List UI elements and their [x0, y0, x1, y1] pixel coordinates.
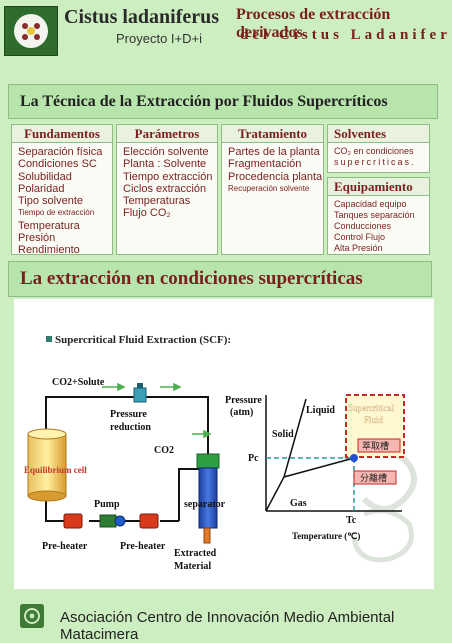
preheater-label-1: Pre-heater	[42, 541, 88, 552]
list-item: Presión	[18, 232, 56, 245]
equilibrium-cell-icon	[27, 428, 67, 502]
heading-bullet-icon	[46, 336, 52, 342]
list-item: Tanques separación	[334, 210, 415, 220]
extraction-tank-tag	[357, 438, 401, 453]
tc-label: Tc	[346, 515, 357, 526]
list-item: Recuperación solvente	[228, 183, 310, 193]
subtitle-right: del Cistus Ladanifer	[240, 27, 451, 43]
preheater-left-icon	[63, 513, 83, 529]
fundamentos-box: Fundamentos Separación física Condicione…	[11, 124, 113, 257]
list-item: Alta Presión	[334, 243, 383, 253]
pump-motor-icon	[114, 515, 126, 527]
footer-organization: Asociación Centro de Innovación Medio Am…	[60, 609, 395, 643]
gas-label: Gas	[290, 498, 307, 509]
pc-label: Pc	[248, 453, 259, 464]
fundamentos-list: Separación física Condiciones SC Solubil…	[18, 146, 102, 257]
pipe-lines	[45, 396, 209, 522]
tratamiento-box: Tratamiento Partes de la planta Fragment…	[221, 124, 324, 255]
list-item: Ciclos extracción	[123, 182, 207, 195]
solventes-title: Solventes	[328, 125, 429, 143]
solventes-list: CO₂ en condiciones supercríticas.	[334, 146, 416, 168]
scf-diagram-panel: Supercritical Fluid Extraction (SCF):	[14, 299, 434, 589]
pressure-valve-icon	[133, 383, 147, 403]
tratamiento-title: Tratamiento	[222, 125, 323, 143]
co2-label: CO2	[154, 445, 174, 456]
separator-outlet-icon	[203, 527, 211, 544]
title-right: Procesos de extracción derivados	[236, 6, 391, 41]
pump-label: Pump	[94, 499, 120, 510]
co2-solute-label: CO2+Solute	[52, 377, 105, 388]
pressure-reduction-label-1: Pressure	[110, 409, 147, 420]
solid-label: Solid	[272, 429, 294, 440]
separation-tank-tag	[353, 470, 397, 485]
list-item: Procedencia planta	[228, 170, 323, 183]
separator-label: separator	[184, 499, 226, 510]
subtitle-left: Proyecto I+D+i	[116, 31, 202, 46]
pressure-reduction-label-2: reduction	[110, 422, 151, 433]
equilibrium-cell-label: Equilibrium cell	[24, 465, 87, 475]
vaporization-curve	[283, 457, 355, 478]
list-item: Tiempo extracción	[123, 170, 213, 183]
title-left: Cistus ladaniferus	[64, 6, 220, 28]
phase-y-label-2: (atm)	[230, 407, 253, 418]
parametros-box: Parámetros Elección solvente Planta : So…	[116, 124, 218, 255]
list-item: Tiempo de extracción	[18, 208, 95, 218]
list-item: supercríticas.	[334, 157, 416, 167]
preheater-right-icon	[139, 513, 159, 529]
fundamentos-title: Fundamentos	[12, 125, 112, 143]
section2-title: La extracción en condiciones supercrític…	[20, 268, 363, 289]
section1-title: La Técnica de la Extracción por Fluidos …	[20, 93, 388, 110]
list-item: Fragmentación	[228, 158, 302, 171]
extraction-tank-label: 萃取槽	[362, 440, 389, 451]
list-item: Polaridad	[18, 182, 65, 195]
preheater-label-2: Pre-heater	[120, 541, 166, 552]
solid-liquid-curve	[265, 398, 307, 512]
section2-banner	[8, 261, 432, 297]
list-item: Planta : Solvente	[123, 158, 207, 171]
phase-x-label: Temperature (℃)	[292, 531, 360, 541]
separator-vessel-icon	[198, 467, 218, 529]
critical-point-icon	[350, 454, 358, 462]
list-item: Conducciones	[334, 221, 392, 231]
equipamiento-box: Equipamiento Capacidad equipo Tanques se…	[327, 177, 430, 255]
equipamiento-list: Capacidad equipo Tanques separación Cond…	[334, 199, 415, 254]
list-item: Elección solvente	[123, 146, 209, 158]
list-item: Temperatura	[18, 219, 80, 232]
diagram-heading: Supercritical Fluid Extraction (SCF):	[55, 334, 231, 346]
list-item: Tipo solvente	[18, 195, 84, 208]
parametros-title: Parámetros	[117, 125, 217, 143]
pump-body-icon	[99, 514, 117, 528]
watermark-ornament	[342, 446, 417, 563]
list-item: Flujo CO₂	[123, 207, 171, 220]
liquid-label: Liquid	[306, 405, 335, 416]
scf-label-2: Fluid	[364, 415, 384, 425]
list-item: Partes de la planta	[228, 146, 320, 158]
list-item: Condiciones SC	[18, 158, 97, 171]
flow-arrows	[102, 382, 212, 439]
scf-diagram: Supercritical Fluid Extraction (SCF):	[24, 334, 417, 572]
phase-y-label-1: Pressure	[225, 395, 262, 406]
tratamiento-list: Partes de la planta Fragmentación Proced…	[228, 146, 322, 195]
section1-banner	[8, 84, 438, 119]
list-item: Capacidad equipo	[334, 199, 407, 209]
matacimera-logo	[20, 604, 44, 628]
parametros-list: Elección solvente Planta : Solvente Tiem…	[123, 146, 212, 220]
extracted-label-2: Material	[174, 561, 211, 572]
list-item: Temperaturas	[123, 195, 191, 208]
cistus-flower-logo	[4, 6, 58, 56]
list-item: Solubilidad	[18, 170, 72, 183]
extracted-label-1: Extracted	[174, 548, 217, 559]
phase-diagram	[265, 394, 405, 512]
separation-tank-label: 分離槽	[360, 472, 387, 483]
list-item: Separación física	[18, 146, 103, 158]
separator-top-icon	[196, 453, 220, 469]
list-item: Control Flujo	[334, 232, 386, 242]
solventes-box: Solventes CO₂ en condiciones supercrític…	[327, 124, 430, 173]
list-item: CO₂ en condiciones	[334, 146, 414, 156]
list-item: Rendimiento	[18, 244, 80, 257]
scf-label-1: Supercritical	[348, 403, 394, 413]
equipamiento-title: Equipamiento	[328, 178, 429, 196]
